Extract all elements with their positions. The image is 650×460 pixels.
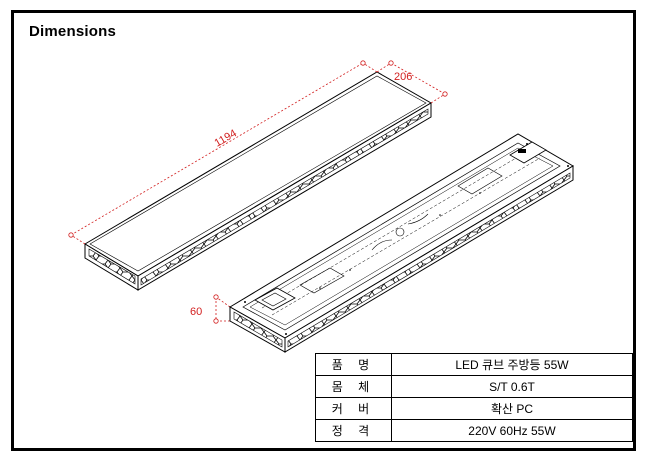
- driver-box-upper: [509, 141, 547, 164]
- length-dimension-label: 1194: [213, 127, 239, 149]
- spec-row: 품 명 LED 큐브 주방등 55W: [315, 353, 633, 376]
- width-dimension-label: 206: [394, 71, 412, 83]
- page-title: Dimensions: [29, 23, 117, 40]
- spec-value: S/T 0.6T: [391, 375, 633, 398]
- open-fixture: [229, 133, 574, 353]
- spec-table: 품 명 LED 큐브 주방등 55W 몸 체 S/T 0.6T 커 버 확산 P…: [315, 353, 633, 442]
- spec-label: 커 버: [315, 397, 392, 420]
- spec-label: 품 명: [315, 353, 392, 376]
- spec-value: LED 큐브 주방등 55W: [391, 353, 633, 376]
- closed-fixture: [84, 71, 432, 291]
- spec-row: 커 버 확산 PC: [315, 397, 633, 420]
- spec-row: 몸 체 S/T 0.6T: [315, 375, 633, 398]
- spec-row: 정 격 220V 60Hz 55W: [315, 419, 633, 442]
- center-mount: [371, 213, 429, 251]
- spec-value: 220V 60Hz 55W: [391, 419, 633, 442]
- open-fixture-tray: [242, 142, 561, 331]
- spec-value: 확산 PC: [391, 397, 633, 420]
- driver-box-lower: [254, 287, 296, 311]
- dimension-lines: [70, 62, 446, 322]
- drawing-frame: [11, 10, 636, 451]
- spec-label: 몸 체: [315, 375, 392, 398]
- spec-label: 정 격: [315, 419, 392, 442]
- height-dimension-label: 60: [190, 306, 202, 318]
